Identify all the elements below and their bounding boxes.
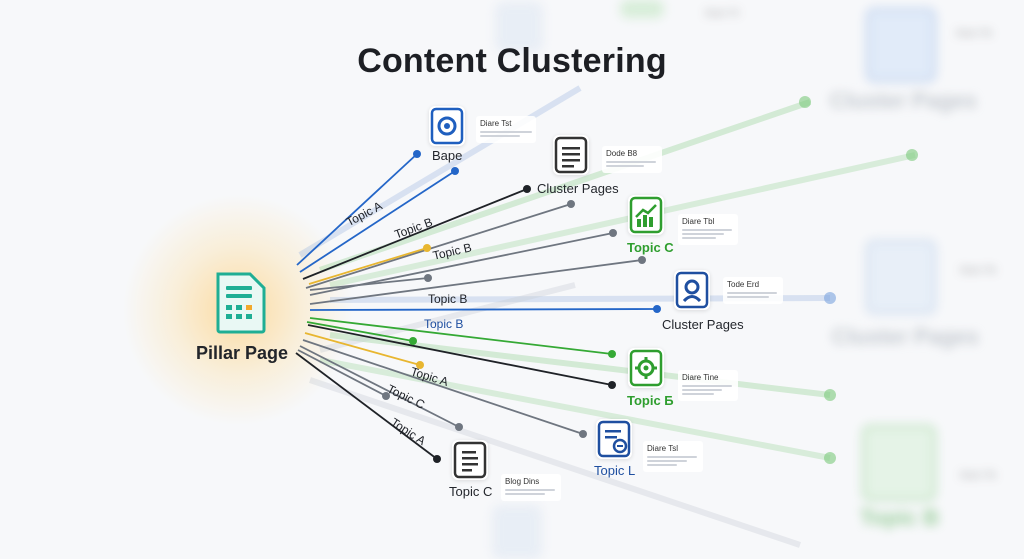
faint-connector-3 bbox=[329, 152, 916, 288]
connector-dot-10 bbox=[608, 350, 616, 358]
document-link-icon[interactable] bbox=[596, 419, 632, 459]
connector-15 bbox=[299, 345, 460, 428]
connector-dot-2 bbox=[451, 167, 459, 175]
node-note-title-5: Diare Tine bbox=[682, 373, 719, 382]
connector-10 bbox=[309, 317, 613, 355]
node-label-1: Bape bbox=[432, 148, 463, 163]
connector-7 bbox=[309, 277, 429, 291]
node-note-1: Diare Tst bbox=[476, 116, 536, 143]
connector-dot-9 bbox=[653, 305, 661, 313]
connector-4 bbox=[305, 203, 572, 289]
bg-label-topic-b: Topic B bbox=[860, 505, 940, 530]
connector-14 bbox=[302, 339, 584, 435]
node-note-title-6: Diare Tsl bbox=[647, 444, 678, 453]
connector-dot-1 bbox=[413, 150, 421, 158]
connector-11 bbox=[307, 324, 613, 386]
connector-dot-16 bbox=[382, 392, 390, 400]
node-label-4: Cluster Pages bbox=[662, 317, 744, 332]
connector-dot-17 bbox=[433, 455, 441, 463]
node-note-4: Tode Erd bbox=[723, 277, 783, 304]
node-note-title-7: Blog Dins bbox=[505, 477, 540, 486]
faint-connector-6 bbox=[319, 357, 831, 461]
bg-note-2: Diare Tib bbox=[960, 265, 997, 275]
faint-connector-2 bbox=[319, 99, 811, 273]
node-note-3: Diare Tbl bbox=[678, 214, 738, 245]
document-icon[interactable] bbox=[553, 135, 589, 175]
connector-dot-4 bbox=[567, 200, 575, 208]
connector-dot-5 bbox=[423, 244, 431, 252]
faint-dot-2 bbox=[906, 149, 918, 161]
connector-12 bbox=[306, 321, 414, 342]
connector-dot-11 bbox=[608, 381, 616, 389]
faint-connector-8 bbox=[319, 282, 576, 353]
connector-dot-13 bbox=[416, 361, 424, 369]
connector-3 bbox=[302, 188, 528, 280]
node-note-title-2: Dode B8 bbox=[606, 149, 638, 158]
connector-1 bbox=[296, 153, 418, 266]
bg-label-cluster-pages-top: Cluster Pages bbox=[830, 88, 977, 113]
bg-note-4: Diare Ttl bbox=[705, 8, 739, 18]
faint-connector-1 bbox=[298, 85, 582, 258]
connector-13 bbox=[304, 332, 421, 366]
faint-dot-3 bbox=[824, 292, 836, 304]
bg-icon-top-right bbox=[866, 8, 936, 82]
node-label-7: Topic C bbox=[449, 484, 493, 499]
connector-8 bbox=[309, 259, 643, 305]
connector-5 bbox=[308, 247, 428, 285]
calculator-document-icon[interactable] bbox=[214, 272, 268, 334]
faint-dot-4 bbox=[824, 389, 836, 401]
node-label-6: Topic L bbox=[594, 463, 636, 478]
page-title: Content Clustering bbox=[357, 42, 667, 80]
document-icon-bottom[interactable] bbox=[452, 440, 488, 480]
topic-label-5: Topic B bbox=[424, 317, 464, 331]
node-label-5: Topic Б bbox=[627, 393, 674, 408]
connector-dot-7 bbox=[424, 274, 432, 282]
connector-dot-3 bbox=[523, 185, 531, 193]
chart-up-icon[interactable] bbox=[628, 195, 664, 235]
target-icon[interactable] bbox=[429, 106, 465, 146]
bg-icon-top-center bbox=[495, 2, 543, 52]
pillar-label: Pillar Page bbox=[195, 343, 289, 363]
faint-connector-7 bbox=[309, 377, 801, 548]
gear-icon[interactable] bbox=[628, 348, 664, 388]
connector-9 bbox=[309, 308, 658, 311]
connector-dot-15 bbox=[455, 423, 463, 431]
bg-icon-top-green bbox=[620, 0, 664, 18]
connector-dot-6 bbox=[609, 229, 617, 237]
bg-note-1: Diare Tib bbox=[956, 28, 993, 38]
bg-note-3: Diare Tib bbox=[960, 470, 997, 480]
bg-icon-mid-right bbox=[866, 240, 936, 314]
node-note-title-4: Tode Erd bbox=[727, 280, 760, 289]
bg-icon-bottom-center bbox=[492, 505, 542, 559]
node-note-title-1: Diare Tst bbox=[480, 119, 512, 128]
connector-16 bbox=[297, 349, 387, 397]
node-note-6: Diare Tsl bbox=[643, 441, 703, 472]
node-note-2: Dode B8 bbox=[602, 146, 662, 173]
faint-dot-1 bbox=[799, 96, 811, 108]
node-note-7: Blog Dins bbox=[501, 474, 561, 501]
node-label-2: Cluster Pages bbox=[537, 181, 619, 196]
bg-label-cluster-pages-mid: Cluster Pages bbox=[832, 324, 979, 349]
connector-dot-12 bbox=[409, 337, 417, 345]
connector-17 bbox=[295, 352, 438, 460]
topic-label-4: Topic B bbox=[428, 292, 468, 306]
bg-icon-bottom-right bbox=[862, 425, 936, 501]
node-note-title-3: Diare Tbl bbox=[682, 217, 715, 226]
connector-2 bbox=[299, 170, 456, 273]
node-note-5: Diare Tine bbox=[678, 370, 738, 401]
faint-dot-5 bbox=[824, 452, 836, 464]
node-label-3: Topic C bbox=[627, 240, 674, 255]
location-icon[interactable] bbox=[674, 270, 710, 310]
connector-dot-14 bbox=[579, 430, 587, 438]
connector-dot-8 bbox=[638, 256, 646, 264]
